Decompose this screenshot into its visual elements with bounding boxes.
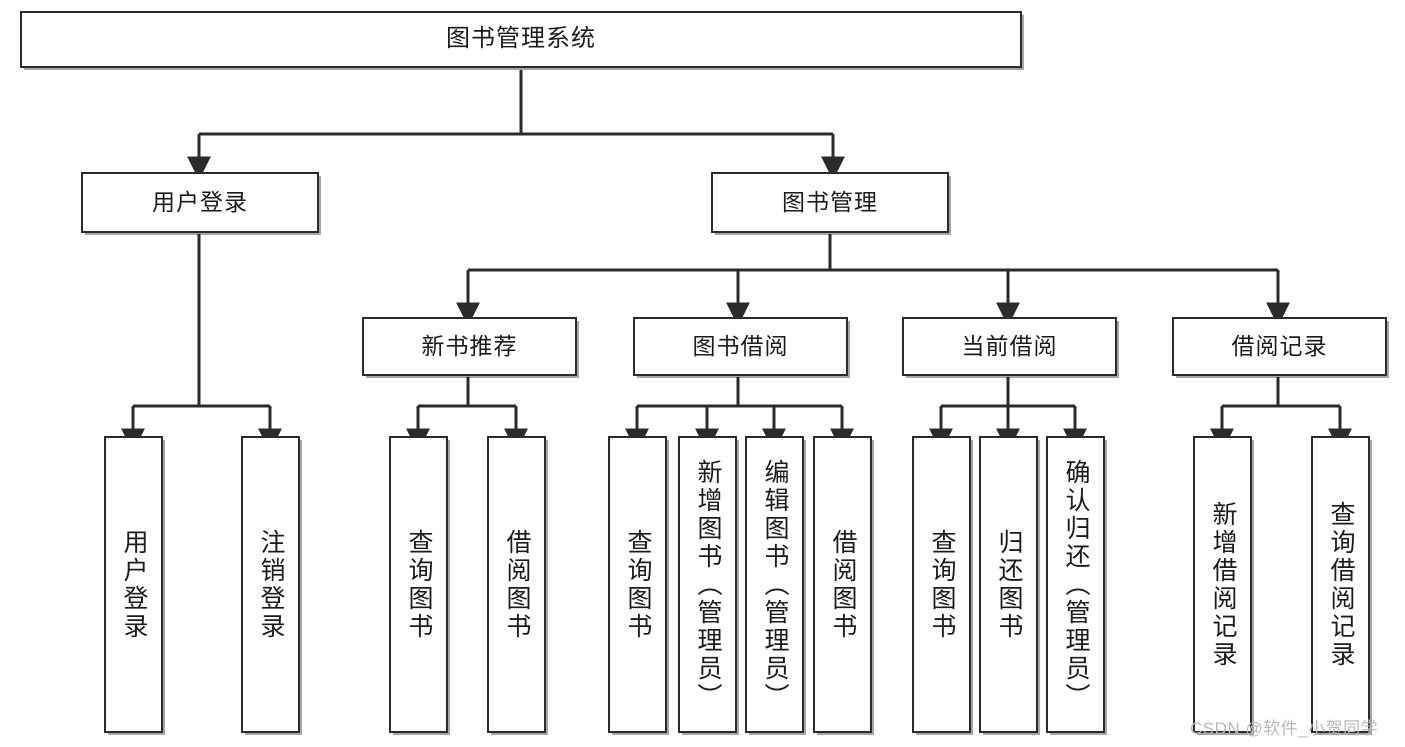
leaf-query-borrow-record[interactable]: 查询借阅记录 <box>1311 436 1370 733</box>
node-label: 图书管理 <box>782 188 878 215</box>
node-root-system[interactable]: 图书管理系统 <box>20 11 1022 68</box>
leaf-edit-book[interactable]: 编辑图书（管理员） <box>745 436 804 733</box>
node-label: 查询图书 <box>624 528 652 641</box>
node-label: 新增借阅记录 <box>1209 500 1237 669</box>
node-label: 借阅图书 <box>503 528 531 641</box>
node-label: 归还图书 <box>995 528 1023 641</box>
leaf-query-book-2[interactable]: 查询图书 <box>608 436 667 733</box>
node-label: 当前借阅 <box>961 332 1058 359</box>
node-label: 新增图书（管理员） <box>694 458 722 711</box>
node-label: 借阅记录 <box>1231 332 1328 359</box>
node-label: 确认归还（管理员） <box>1062 458 1090 711</box>
node-label: 用户登录 <box>152 188 248 215</box>
node-book-borrow[interactable]: 图书借阅 <box>633 317 848 376</box>
leaf-logout-login[interactable]: 注销登录 <box>241 436 300 733</box>
node-label: 图书管理系统 <box>446 25 596 53</box>
leaf-add-book[interactable]: 新增图书（管理员） <box>678 436 737 733</box>
leaf-borrow-book-2[interactable]: 借阅图书 <box>813 436 872 733</box>
node-label: 图书借阅 <box>692 332 789 359</box>
leaf-add-borrow-record[interactable]: 新增借阅记录 <box>1193 436 1252 733</box>
node-label: 注销登录 <box>257 528 285 641</box>
node-label: 借阅图书 <box>829 528 857 641</box>
csdn-watermark: CSDN @软件_小贺同学 <box>1190 719 1379 738</box>
node-label: 编辑图书（管理员） <box>761 458 789 711</box>
leaf-return-book[interactable]: 归还图书 <box>979 436 1038 733</box>
leaf-borrow-book-1[interactable]: 借阅图书 <box>487 436 546 733</box>
node-book-management[interactable]: 图书管理 <box>711 172 949 233</box>
leaf-query-book-1[interactable]: 查询图书 <box>389 436 448 733</box>
node-label: 查询图书 <box>928 528 956 641</box>
node-label: 新书推荐 <box>421 332 518 359</box>
node-borrow-record[interactable]: 借阅记录 <box>1172 317 1387 376</box>
node-label: 查询借阅记录 <box>1327 500 1355 669</box>
node-current-borrow[interactable]: 当前借阅 <box>902 317 1117 376</box>
leaf-user-login[interactable]: 用户登录 <box>104 436 163 733</box>
node-label: 查询图书 <box>405 528 433 641</box>
leaf-confirm-return[interactable]: 确认归还（管理员） <box>1046 436 1105 733</box>
node-new-book-recommend[interactable]: 新书推荐 <box>362 317 577 376</box>
node-label: 用户登录 <box>120 528 148 641</box>
node-user-login[interactable]: 用户登录 <box>81 172 319 233</box>
leaf-query-book-3[interactable]: 查询图书 <box>912 436 971 733</box>
